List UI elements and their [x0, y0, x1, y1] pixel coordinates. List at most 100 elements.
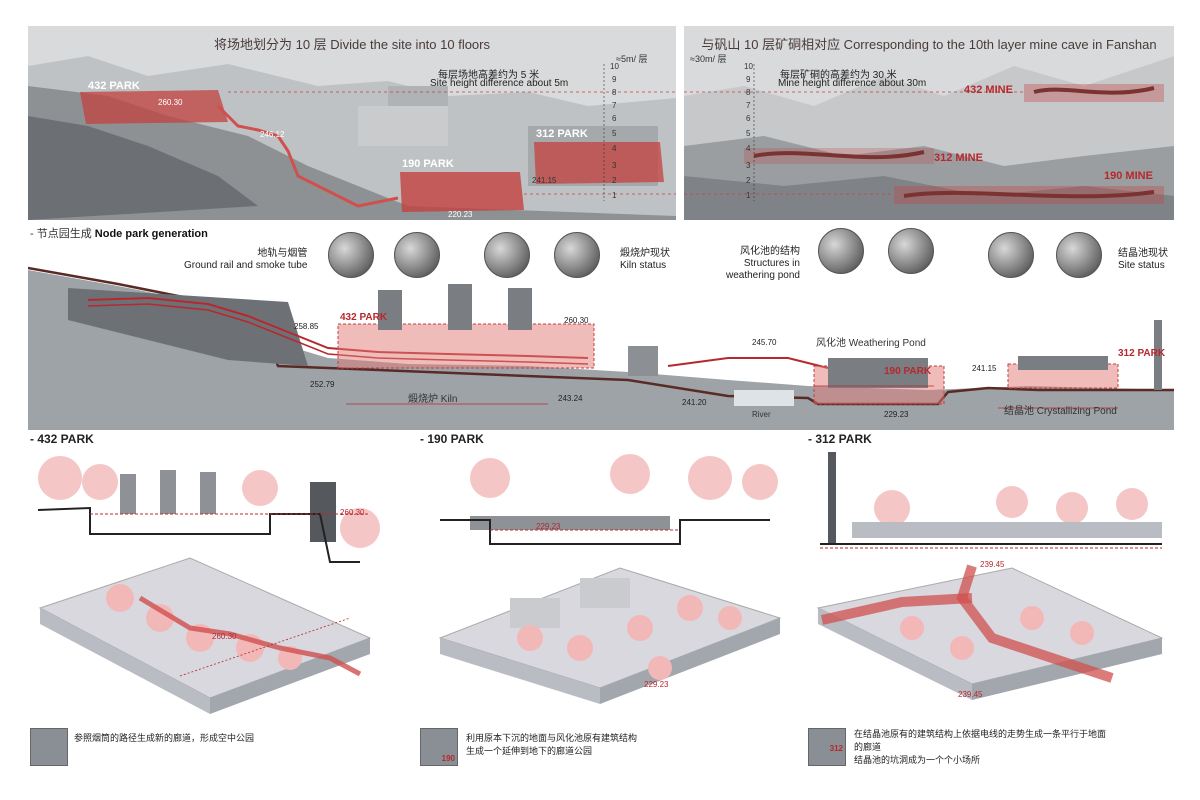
190-section-elevation	[440, 454, 778, 545]
note-line: 结晶池的坑洞成为一个个小场所	[854, 755, 981, 765]
level-label: 1	[612, 191, 617, 200]
190-park-heading: - 190 PARK	[420, 432, 484, 446]
level-label: 4	[612, 144, 617, 153]
weathering-pond-label: 风化池 Weathering Pond	[816, 338, 926, 349]
level-label: 9	[746, 75, 751, 84]
caption-weathering: 风化池的结构 Structures in weathering pond	[726, 246, 800, 282]
site-floors-panel: 将场地划分为 10 层 Divide the site into 10 floo…	[28, 26, 676, 220]
432-park-label: 432 PARK	[88, 80, 140, 92]
park-overlays	[80, 64, 676, 212]
432-park-drawing	[37, 456, 380, 714]
432-park-heading: - 432 PARK	[30, 432, 94, 446]
section-svg	[28, 266, 1174, 430]
photo-ground-rail	[328, 232, 374, 278]
190-park-label: 190 PARK	[402, 158, 454, 170]
level-label: 7	[746, 101, 751, 110]
level-label: 10	[744, 62, 753, 71]
elevation-label: 258.85	[294, 322, 319, 331]
caption-en: Structures in	[743, 258, 800, 269]
elevation-label: 245.70	[752, 338, 777, 347]
elevation-label: 252.79	[310, 380, 335, 389]
mine-height-cn: 每层矿硐的高差约为 30 米	[780, 70, 897, 81]
312-park-drawing	[816, 452, 1164, 700]
photo-weathering-2	[888, 228, 934, 274]
river-label: River	[752, 410, 771, 419]
mine-height-en: Mine height difference about 30m	[778, 78, 927, 89]
190-mine-label: 190 MINE	[1104, 170, 1153, 182]
chimney	[1154, 320, 1162, 390]
432-thumbnail	[30, 728, 68, 766]
photo-smoke-tube	[394, 232, 440, 278]
elevation-label: 229.23	[884, 410, 909, 419]
caption-cn: 结晶池现状	[1118, 248, 1168, 259]
caption-cn: 煅烧炉现状	[620, 248, 670, 259]
312-park-heading: - 312 PARK	[808, 432, 872, 446]
level-label: 8	[612, 88, 617, 97]
190-axonometric	[438, 567, 782, 704]
note-line: 在结晶池原有的建筑结构上依据电线的走势生成一条平行于地面	[854, 729, 1107, 739]
432-note: 参照烟筒的路径生成新的廊道，形成空中公园	[74, 733, 255, 743]
312-axo-elevation: 239.45	[958, 690, 983, 699]
432-park-zone	[337, 323, 595, 369]
level-label: 5	[612, 129, 617, 138]
432-axo-elevation: 260.30	[212, 632, 237, 641]
elevation-label: 241.15	[972, 364, 997, 373]
panel-title: 将场地划分为 10 层 Divide the site into 10 floo…	[214, 37, 490, 52]
crystal-pond-label: 结晶池 Crystallizing Pond	[1004, 406, 1117, 417]
section-heading: - 节点园生成 Node park generation	[30, 225, 208, 241]
312-note: 在结晶池原有的建筑结构上依据电线的走势生成一条平行于地面 的廊道 结晶池的坑洞成…	[854, 728, 1106, 767]
section-312-park-label: 312 PARK	[1118, 348, 1166, 359]
312-thumb-label: 312	[829, 744, 843, 753]
312-park-label: 312 PARK	[536, 128, 588, 140]
312-park-elevation: 241.15	[532, 176, 557, 185]
190-axo-elevation: 229.23	[644, 680, 669, 689]
190-park-block	[400, 172, 524, 212]
caption-ground-rail: 地轨与烟管 Ground rail and smoke tube	[184, 248, 307, 272]
190-top-elevation: 229.23	[536, 522, 561, 531]
312-top-elevation: 239.45	[980, 560, 1005, 569]
caption-en: Kiln status	[620, 260, 667, 271]
photo-weathering-1	[818, 228, 864, 274]
caption-cn: 地轨与烟管	[257, 248, 308, 259]
caption-cn: 风化池的结构	[739, 246, 800, 257]
photo-kiln-1	[484, 232, 530, 278]
corridor-path	[216, 104, 399, 208]
level-label: 2	[612, 176, 617, 185]
312-mine-label: 312 MINE	[934, 152, 983, 164]
432-axonometric	[38, 557, 372, 714]
elevation-label: 260.30	[564, 316, 589, 325]
432-mine-label: 432 MINE	[964, 84, 1013, 96]
section-heading-cn: - 节点园生成	[30, 228, 92, 240]
mine-level-rate: ≈30m/ 层	[690, 54, 727, 64]
level-label: 10	[610, 62, 619, 71]
312-thumbnail: 312	[808, 728, 846, 766]
note-line: 生成一个延伸到地下的廊道公园	[466, 746, 593, 756]
note-line: 的廊道	[854, 742, 882, 752]
190-park-elevation: 220.23	[448, 210, 473, 219]
caption-en: Ground rail and smoke tube	[184, 260, 308, 271]
level-label: 2	[746, 176, 751, 185]
corridor-elevation: 246.12	[260, 130, 285, 139]
level-label: 8	[746, 88, 751, 97]
190-park-drawing	[438, 454, 782, 704]
190-thumb-label: 190	[441, 754, 455, 763]
level-label: 9	[612, 75, 617, 84]
site-level-rate: ≈5m/ 层	[616, 54, 648, 64]
caption-kiln: 煅烧炉现状 Kiln status	[620, 248, 670, 272]
section-190-park-label: 190 PARK	[884, 366, 932, 377]
312-park-block	[534, 142, 664, 184]
photo-crystal-1	[988, 232, 1034, 278]
kiln-label: 煅烧炉 Kiln	[408, 394, 458, 405]
section-432-park-label: 432 PARK	[340, 312, 388, 323]
photo-crystal-2	[1056, 232, 1102, 278]
level-label: 3	[612, 161, 617, 170]
note-line: 利用原本下沉的地面与风化池原有建筑结构	[466, 733, 638, 743]
level-label: 4	[746, 144, 751, 153]
caption-crystal: 结晶池现状 Site status	[1118, 248, 1168, 272]
level-label: 6	[746, 114, 751, 123]
site-height-cn: 每层场地高差约为 5 米	[438, 70, 540, 81]
panel-title: 与矾山 10 层矿硐相对应 Corresponding to the 10th …	[701, 37, 1157, 52]
432-top-elevation: 260.30	[340, 508, 365, 517]
190-thumbnail: 190	[420, 728, 458, 766]
caption-en: weathering pond	[726, 270, 800, 281]
